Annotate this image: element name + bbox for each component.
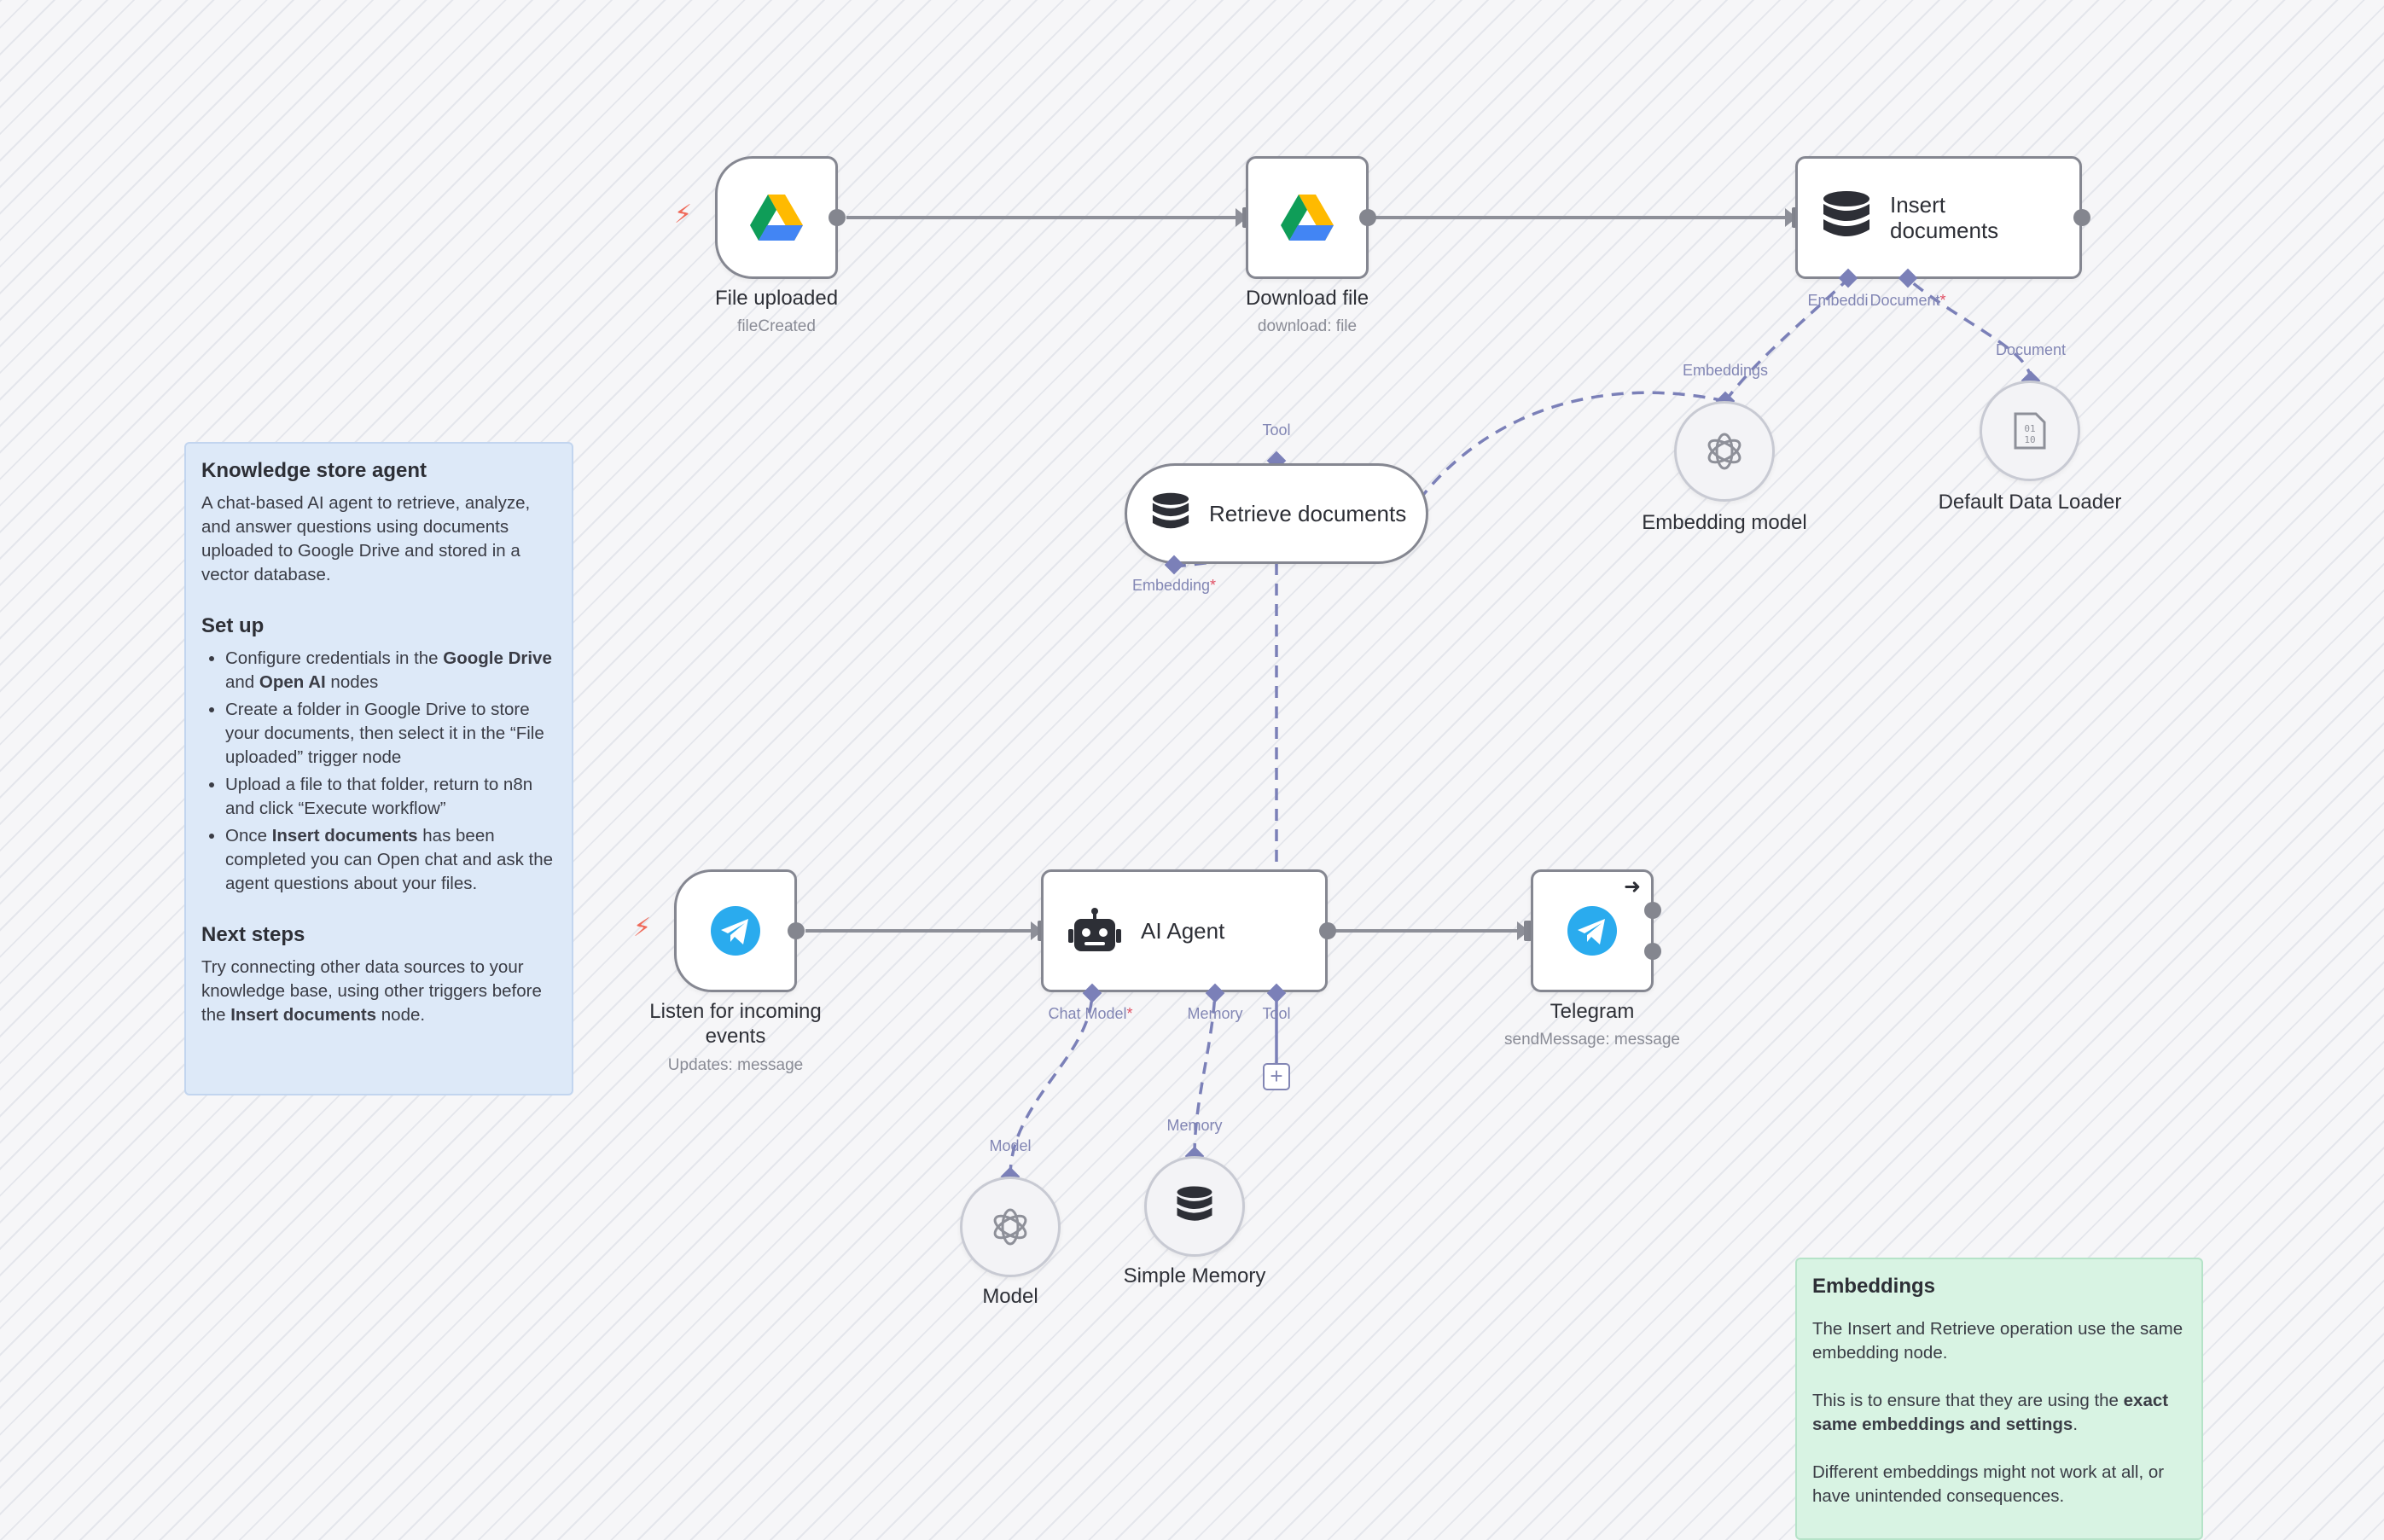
setup-list: Configure credentials in the Google Driv… xyxy=(201,647,556,896)
database-icon xyxy=(1152,492,1189,529)
sticky-paragraph: Different embeddings might not work at a… xyxy=(1812,1462,2165,1506)
node-sublabel: fileCreated xyxy=(737,317,816,335)
setup-step: Once Insert documents has been completed… xyxy=(225,824,556,896)
node-embedding-model[interactable] xyxy=(1674,401,1775,502)
node-title-line: documents xyxy=(1890,218,1999,243)
node-ai-agent[interactable]: AI Agent xyxy=(1041,869,1328,992)
telegram-icon xyxy=(711,906,760,956)
sticky-title: Knowledge store agent xyxy=(201,459,427,482)
node-label-line: events xyxy=(705,1025,766,1048)
sticky-paragraph: This is to ensure that they are using th… xyxy=(1812,1391,2169,1434)
output-handle[interactable] xyxy=(1644,943,1661,960)
trigger-bolt-icon: ⚡ xyxy=(633,914,652,942)
sticky-title: Embeddings xyxy=(1812,1275,1936,1298)
node-title: AI Agent xyxy=(1141,918,1225,944)
node-insert-documents[interactable]: Insert documents xyxy=(1795,156,2082,279)
node-file-uploaded[interactable] xyxy=(715,156,838,279)
port-label-model: Model xyxy=(989,1137,1032,1154)
node-label: Simple Memory xyxy=(1123,1264,1266,1287)
output-handle[interactable] xyxy=(1644,902,1661,919)
setup-step: Configure credentials in the Google Driv… xyxy=(225,647,556,694)
port-label-embeddings: Embeddings xyxy=(1682,362,1769,379)
node-retrieve-documents[interactable]: Retrieve documents xyxy=(1125,463,1428,564)
port-label-embedding: Embedding* xyxy=(1131,577,1217,594)
node-listen-incoming-events[interactable] xyxy=(674,869,797,992)
setup-step: Create a folder in Google Drive to store… xyxy=(225,698,556,770)
sticky-note-knowledge-store[interactable]: Knowledge store agent A chat-based AI ag… xyxy=(184,442,573,1095)
port-label-memory: Memory xyxy=(1166,1117,1223,1134)
node-label: Telegram xyxy=(1550,1000,1635,1023)
output-handle[interactable] xyxy=(1359,209,1376,226)
node-sublabel: Updates: message xyxy=(667,1056,804,1074)
google-drive-icon xyxy=(750,195,803,241)
add-tool-button[interactable]: + xyxy=(1263,1063,1290,1090)
node-model[interactable] xyxy=(960,1177,1061,1277)
robot-icon xyxy=(1068,908,1121,951)
google-drive-icon xyxy=(1281,195,1334,241)
node-label: Model xyxy=(982,1285,1038,1308)
sticky-section-title: Set up xyxy=(201,614,265,637)
sticky-next-steps: Try connecting other data sources to you… xyxy=(201,957,542,1025)
node-sublabel: sendMessage: message xyxy=(1504,1031,1680,1049)
node-label: File uploaded xyxy=(714,287,839,310)
output-handle[interactable] xyxy=(1319,922,1336,939)
output-handle[interactable] xyxy=(829,209,846,226)
sticky-intro: A chat-based AI agent to retrieve, analy… xyxy=(201,493,531,584)
telegram-icon xyxy=(1567,906,1617,956)
sticky-note-embeddings[interactable]: Embeddings The Insert and Retrieve opera… xyxy=(1795,1258,2203,1540)
node-label-line: Listen for incoming xyxy=(649,1000,822,1023)
port-label-memory: Memory xyxy=(1187,1005,1243,1022)
database-icon xyxy=(1177,1186,1212,1221)
openai-icon xyxy=(993,1208,1027,1246)
arrow-right-icon: ➜ xyxy=(1624,875,1642,898)
node-label: Listen for incoming events xyxy=(649,999,821,1049)
port-label-tool: Tool xyxy=(1262,421,1291,439)
node-label: Embedding model xyxy=(1642,511,1807,534)
port-label-chat-model: Chat Model* xyxy=(1048,1005,1133,1022)
sticky-section-title: Next steps xyxy=(201,923,305,946)
output-handle[interactable] xyxy=(788,922,805,939)
node-default-data-loader[interactable]: 01 10 xyxy=(1980,381,2080,481)
port-label-document: Document* xyxy=(1869,292,1946,309)
svg-text:10: 10 xyxy=(2024,434,2035,445)
trigger-bolt-icon: ⚡ xyxy=(674,200,693,229)
setup-step: Upload a file to that folder, return to … xyxy=(225,773,556,821)
database-icon xyxy=(1823,191,1869,236)
binary-file-icon: 01 10 xyxy=(2014,412,2046,450)
output-handle[interactable] xyxy=(2073,209,2090,226)
node-sublabel: download: file xyxy=(1257,317,1358,335)
port-label-tool: Tool xyxy=(1262,1005,1291,1022)
node-title-line: Insert xyxy=(1890,192,1946,218)
svg-text:01: 01 xyxy=(2024,423,2035,434)
node-download-file[interactable] xyxy=(1246,156,1369,279)
port-label-document: Document xyxy=(1995,341,2067,358)
port-label-embedding: Embeddi xyxy=(1807,292,1869,309)
input-handle[interactable] xyxy=(1524,921,1532,941)
sticky-paragraph: The Insert and Retrieve operation use th… xyxy=(1812,1319,2183,1363)
node-title: Insert documents xyxy=(1890,192,1998,243)
node-simple-memory[interactable] xyxy=(1144,1156,1245,1257)
node-label: Default Data Loader xyxy=(1938,491,2122,514)
node-label: Download file xyxy=(1245,287,1369,310)
node-title: Retrieve documents xyxy=(1209,501,1407,526)
node-telegram[interactable] xyxy=(1531,869,1654,992)
openai-icon xyxy=(1707,433,1741,470)
